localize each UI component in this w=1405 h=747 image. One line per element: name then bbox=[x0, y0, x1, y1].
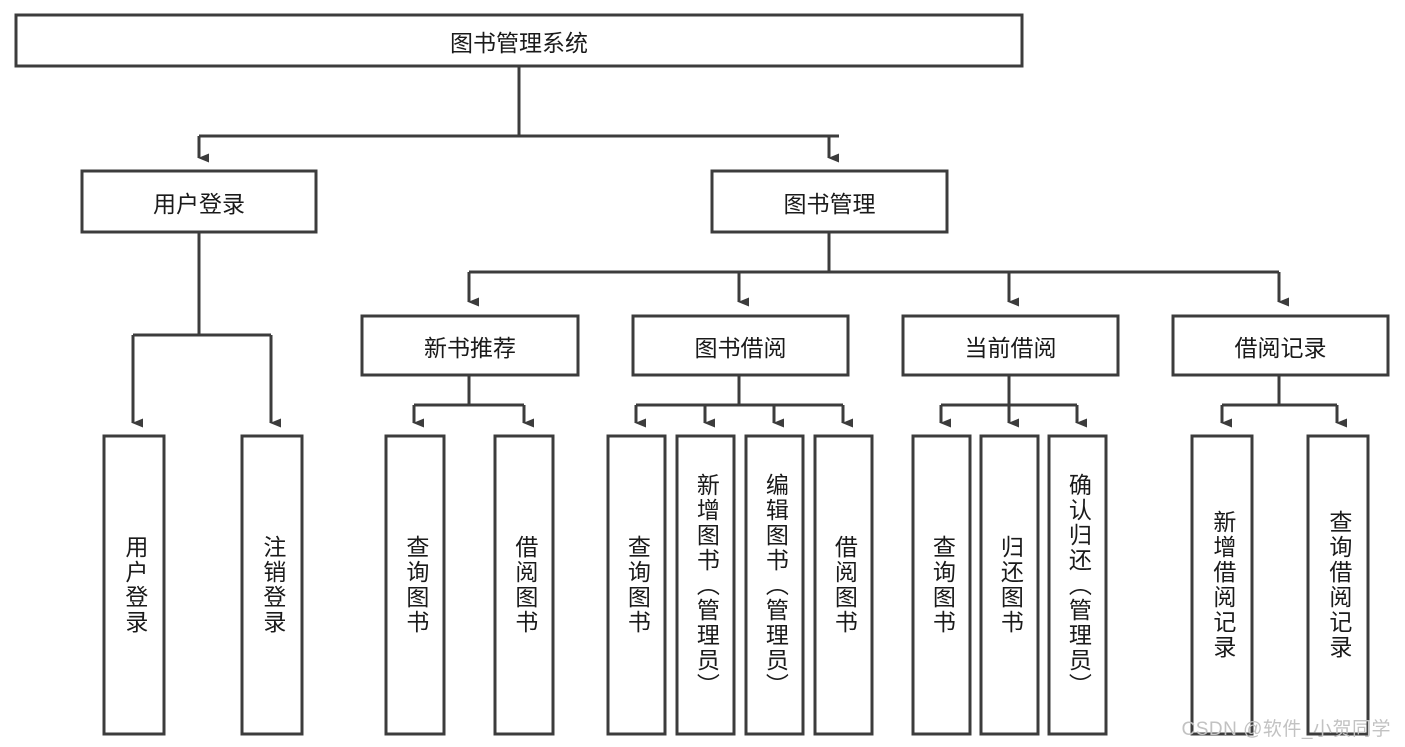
node-leaf-return-book-box[interactable] bbox=[979, 434, 1040, 736]
node-root-box[interactable] bbox=[14, 13, 1024, 68]
node-leaf-query-book-2-box[interactable] bbox=[606, 434, 667, 736]
edges-newbook-to-leaves bbox=[412, 375, 534, 428]
node-borrow-record-box[interactable] bbox=[1171, 314, 1390, 377]
node-leaf-query-record-box[interactable] bbox=[1306, 434, 1370, 736]
edges-root-to-level2 bbox=[197, 66, 839, 163]
node-leaf-add-book-box[interactable] bbox=[675, 434, 736, 736]
node-current-borrow-box[interactable] bbox=[901, 314, 1120, 377]
node-leaf-logout-box[interactable] bbox=[240, 434, 304, 736]
node-leaf-query-book-3-box[interactable] bbox=[911, 434, 972, 736]
edges-userlogin-to-leaves bbox=[131, 232, 281, 428]
node-book-manage-box[interactable] bbox=[710, 169, 949, 234]
node-leaf-borrow-book-2-box[interactable] bbox=[813, 434, 874, 736]
edges-bookborrow-to-leaves bbox=[634, 375, 853, 428]
node-leaf-user-login-box[interactable] bbox=[102, 434, 166, 736]
node-leaf-borrow-book-1-box[interactable] bbox=[493, 434, 555, 736]
edges-currentborrow-to-leaves bbox=[939, 375, 1087, 428]
csdn-watermark: CSDN @软件_小贺同学 bbox=[1181, 719, 1391, 740]
node-leaf-edit-book-box[interactable] bbox=[744, 434, 805, 736]
node-leaf-query-book-1-box[interactable] bbox=[384, 434, 446, 736]
node-leaf-confirm-return-box[interactable] bbox=[1047, 434, 1108, 736]
node-user-login-box[interactable] bbox=[80, 169, 318, 234]
edges-borrowrecord-to-leaves bbox=[1220, 375, 1347, 428]
node-leaf-add-record-box[interactable] bbox=[1190, 434, 1254, 736]
edges-bookmanage-to-level3 bbox=[467, 232, 1289, 307]
node-new-book-rec-box[interactable] bbox=[360, 314, 580, 377]
node-book-borrow-box[interactable] bbox=[631, 314, 850, 377]
